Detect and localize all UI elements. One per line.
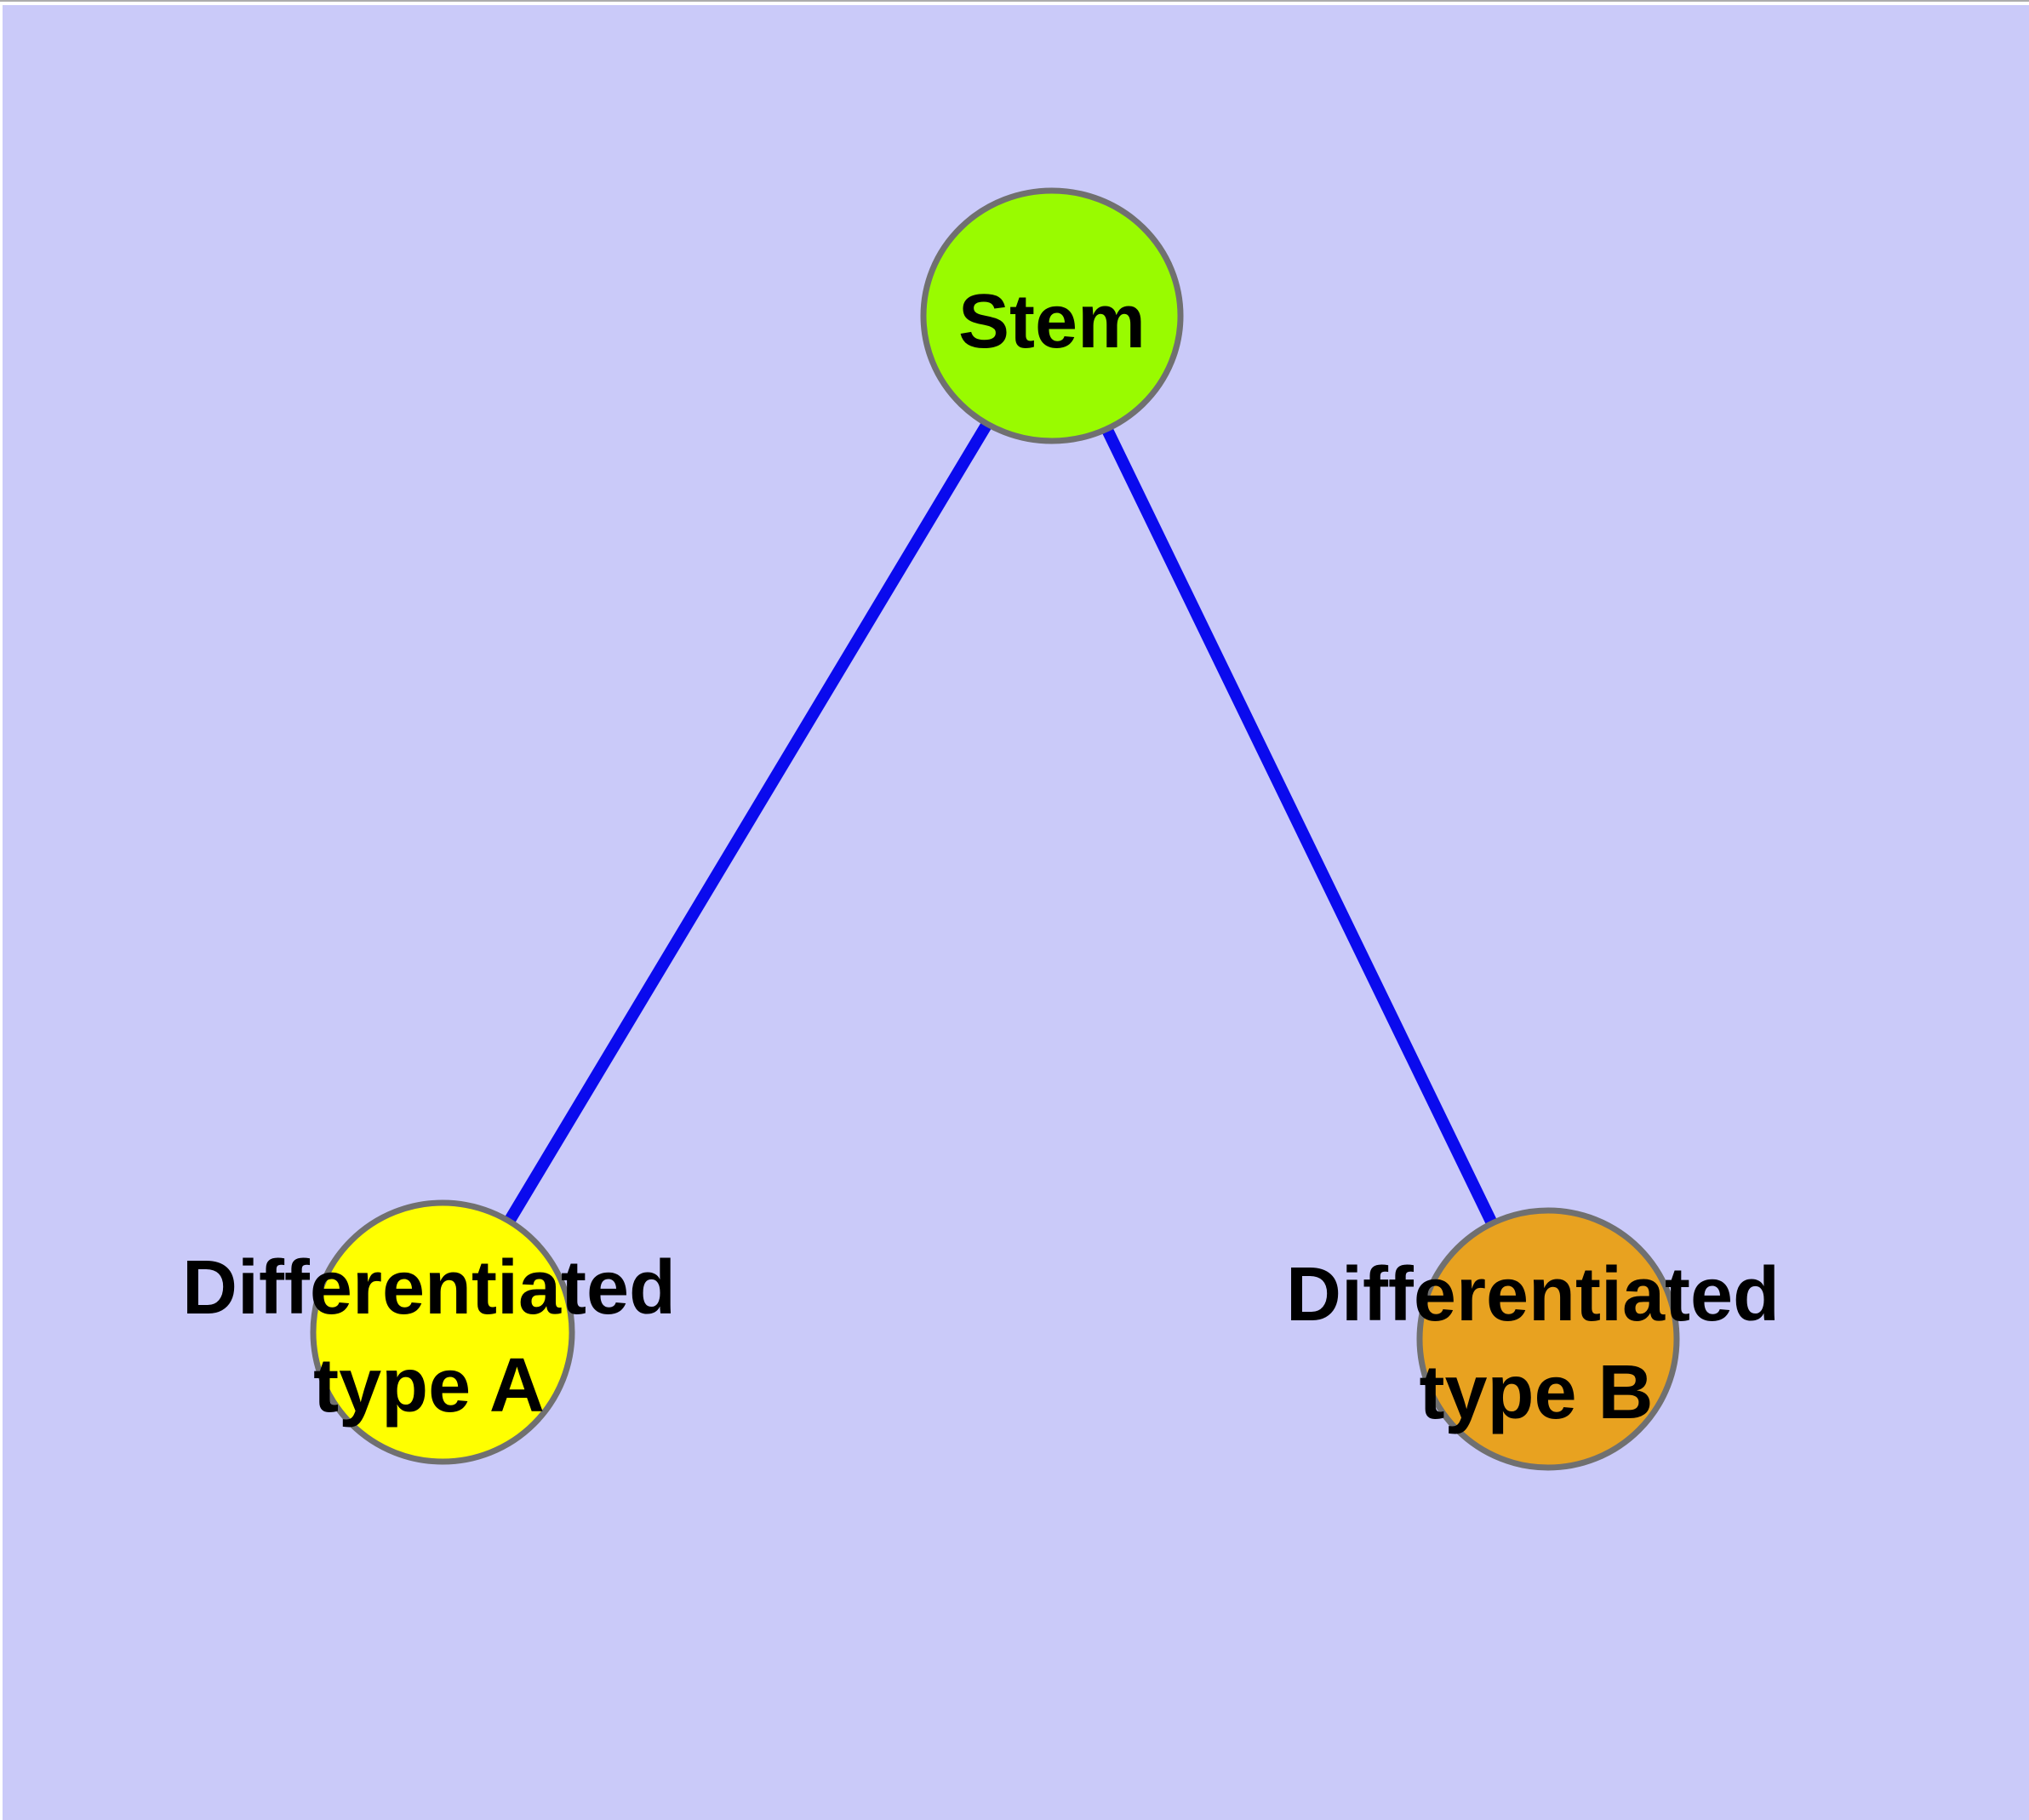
node-type-a: Differentiated type A bbox=[182, 1199, 676, 1465]
edge-stem-to-type-a bbox=[437, 312, 1058, 1336]
edge-stem-to-type-b bbox=[1046, 312, 1554, 1342]
node-type-b-circle bbox=[1416, 1207, 1680, 1471]
node-type-a-label-line1: Differentiated bbox=[182, 1245, 676, 1331]
node-type-b-label-line1: Differentiated bbox=[1286, 1252, 1780, 1337]
node-type-b-label-line2: type B bbox=[1419, 1350, 1653, 1435]
node-type-a-label-line2: type A bbox=[313, 1343, 545, 1428]
node-stem: Stem bbox=[920, 187, 1184, 444]
node-type-a-circle bbox=[310, 1199, 575, 1465]
top-hairline bbox=[0, 0, 2029, 2]
node-stem-circle bbox=[920, 187, 1184, 444]
node-type-b: Differentiated type B bbox=[1286, 1207, 1780, 1471]
node-stem-label: Stem bbox=[958, 279, 1146, 364]
